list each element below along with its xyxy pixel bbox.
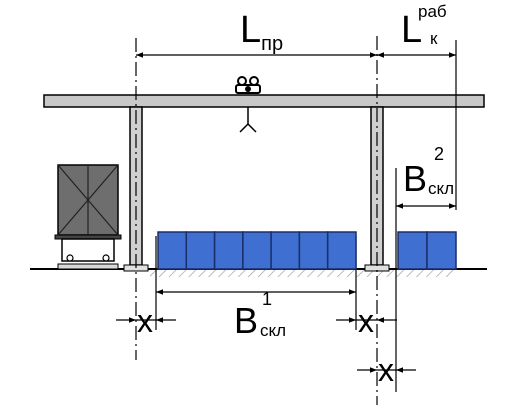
storage-area-1 [157,231,357,270]
width-2-label: B 2 скл [403,144,454,199]
svg-text:к: к [430,29,438,48]
svg-text:2: 2 [434,144,444,164]
storage-block [213,231,244,270]
svg-text:скл: скл [428,179,454,198]
storage-block [326,231,357,270]
span-label: Lпр [240,9,283,55]
storage-block [270,231,301,270]
hoist-trolley-icon [235,76,261,94]
width-1-label: B 1 скл [234,289,286,341]
railcar-icon [54,164,122,270]
svg-text:раб: раб [418,2,447,21]
ground-hatch [150,269,455,277]
gap-label-left: x [137,303,153,339]
svg-text:B: B [234,300,258,341]
ground [30,268,487,277]
svg-text:B: B [403,158,427,199]
storage-area-2 [397,231,457,270]
gap-label-right: x [378,352,394,388]
svg-text:1: 1 [262,289,272,309]
dimension-lines [116,52,456,373]
crane-hook-icon [239,107,257,133]
storage-block [185,231,216,270]
storage-block [426,231,457,270]
gap-label-mid: x [358,303,374,339]
crane-girder [43,94,485,108]
storage-block [397,231,428,270]
console-label: L раб к [401,2,447,51]
svg-text:L: L [401,9,422,51]
storage-block [157,231,188,270]
axis-lines [135,36,457,405]
storage-block [298,231,329,270]
railcar-bogie [61,238,115,262]
svg-text:скл: скл [260,321,286,340]
storage-block [242,231,272,270]
